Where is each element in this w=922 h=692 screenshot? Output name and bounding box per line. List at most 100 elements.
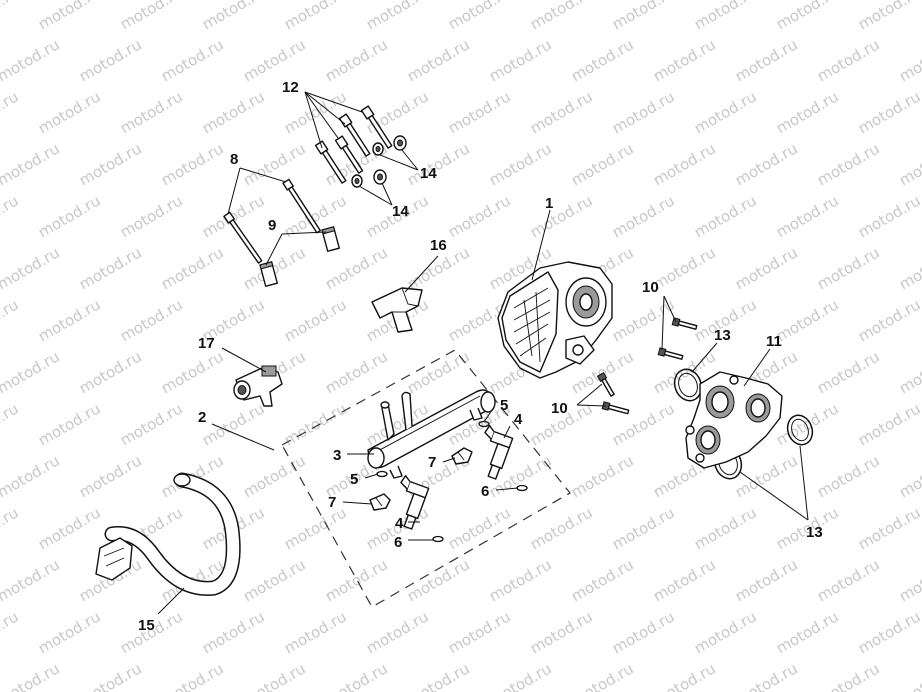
watermark-text: motod.ru	[896, 35, 922, 85]
part-1-throttle-body	[497, 261, 613, 379]
watermark-text: motod.ru	[404, 555, 473, 605]
watermark-text: motod.ru	[691, 503, 760, 553]
watermark-text: motod.ru	[609, 503, 678, 553]
watermark-text: motod.ru	[691, 191, 760, 241]
part-9-spacer-sleeves	[259, 226, 340, 287]
watermark-text: motod.ru	[363, 87, 432, 137]
watermark-text: motod.ru	[0, 555, 63, 605]
watermark-text: motod.ru	[445, 503, 514, 553]
callout-10: 10	[551, 400, 568, 417]
watermark-text: motod.ru	[0, 295, 22, 345]
watermark-text: motod.ru	[773, 295, 842, 345]
watermark-text: motod.ru	[486, 659, 555, 692]
watermark-text: motod.ru	[773, 607, 842, 657]
watermark-text: motod.ru	[322, 243, 391, 293]
watermark-text: motod.ru	[158, 35, 227, 85]
callout-6: 6	[481, 483, 489, 500]
watermark-text: motod.ru	[158, 243, 227, 293]
watermark-text: motod.ru	[650, 659, 719, 692]
watermark-text: motod.ru	[76, 139, 145, 189]
watermark-text: motod.ru	[240, 139, 309, 189]
watermark-text: motod.ru	[527, 191, 596, 241]
callout-16: 16	[430, 237, 447, 254]
watermark-text: motod.ru	[35, 399, 104, 449]
watermark-text: motod.ru	[732, 35, 801, 85]
watermark-text: motod.ru	[0, 347, 63, 397]
watermark-text: motod.ru	[773, 191, 842, 241]
watermark-text: motod.ru	[814, 35, 883, 85]
watermark-text: motod.ru	[691, 0, 760, 33]
watermark-text: motod.ru	[445, 607, 514, 657]
watermark-text: motod.ru	[814, 451, 883, 501]
watermark-text: motod.ru	[76, 451, 145, 501]
watermark-text: motod.ru	[732, 243, 801, 293]
watermark-text: motod.ru	[445, 191, 514, 241]
watermark-text: motod.ru	[855, 607, 922, 657]
callout-13: 13	[714, 327, 731, 344]
part-17-sensor	[233, 365, 283, 407]
watermark-text: motod.ru	[732, 451, 801, 501]
watermark-text: motod.ru	[814, 659, 883, 692]
callout-6: 6	[394, 534, 402, 551]
watermark-text: motod.ru	[199, 607, 268, 657]
watermark-text: motod.ru	[35, 191, 104, 241]
watermark-text: motod.ru	[814, 347, 883, 397]
watermark-text: motod.ru	[240, 555, 309, 605]
fuel-rail-assembly-outline	[281, 349, 571, 608]
watermark-text: motod.ru	[650, 555, 719, 605]
watermark-text: motod.ru	[199, 399, 268, 449]
watermark-text: motod.ru	[76, 243, 145, 293]
watermark-text: motod.ru	[855, 399, 922, 449]
watermark-text: motod.ru	[568, 451, 637, 501]
watermark-text: motod.ru	[158, 347, 227, 397]
watermark-text: motod.ru	[76, 659, 145, 692]
watermark-text: motod.ru	[0, 503, 22, 553]
watermark-text: motod.ru	[35, 87, 104, 137]
watermark-text: motod.ru	[855, 503, 922, 553]
part-15-fuel-hose	[95, 472, 241, 596]
watermark-text: motod.ru	[363, 0, 432, 33]
watermark-text: motod.ru	[527, 0, 596, 33]
watermark-text: motod.ru	[855, 295, 922, 345]
callout-5: 5	[350, 471, 358, 488]
watermark-text: motod.ru	[650, 35, 719, 85]
watermark-text: motod.ru	[486, 35, 555, 85]
watermark-text: motod.ru	[404, 139, 473, 189]
watermark-text: motod.ru	[732, 555, 801, 605]
watermark-text: motod.ru	[404, 659, 473, 692]
watermark-text: motod.ru	[0, 87, 22, 137]
part-12-bolts	[314, 105, 393, 184]
watermark-text: motod.ru	[117, 295, 186, 345]
watermark-text: motod.ru	[35, 503, 104, 553]
watermark-text: motod.ru	[814, 243, 883, 293]
watermark-text: motod.ru	[322, 35, 391, 85]
watermark-text: motod.ru	[896, 659, 922, 692]
watermark-text: motod.ru	[281, 295, 350, 345]
watermark-text: motod.ru	[0, 35, 63, 85]
watermark-text: motod.ru	[199, 0, 268, 33]
callout-1: 1	[545, 195, 553, 212]
watermark-text: motod.ru	[445, 0, 514, 33]
watermark-text: motod.ru	[896, 139, 922, 189]
watermark-text: motod.ru	[855, 87, 922, 137]
watermark-text: motod.ru	[609, 0, 678, 33]
watermark-text: motod.ru	[281, 607, 350, 657]
watermark-text: motod.ru	[35, 607, 104, 657]
watermark-text: motod.ru	[855, 191, 922, 241]
watermark-text: motod.ru	[609, 191, 678, 241]
watermark-text: motod.ru	[363, 607, 432, 657]
callout-labels: 12 14 14 8 9 16 1 17 2 3 5 5 4 4 7 7 6 6…	[138, 79, 823, 634]
watermark-text: motod.ru	[732, 139, 801, 189]
watermark-text: motod.ru	[527, 503, 596, 553]
watermark-text: motod.ru	[35, 0, 104, 33]
watermark-text: motod.ru	[199, 87, 268, 137]
watermark-text: motod.ru	[650, 139, 719, 189]
callout-17: 17	[198, 335, 215, 352]
watermark-text: motod.ru	[896, 555, 922, 605]
watermark-text: motod.ru	[117, 399, 186, 449]
part-13-o-rings	[673, 368, 814, 480]
watermark-text: motod.ru	[322, 555, 391, 605]
watermark-text: motod.ru	[322, 347, 391, 397]
